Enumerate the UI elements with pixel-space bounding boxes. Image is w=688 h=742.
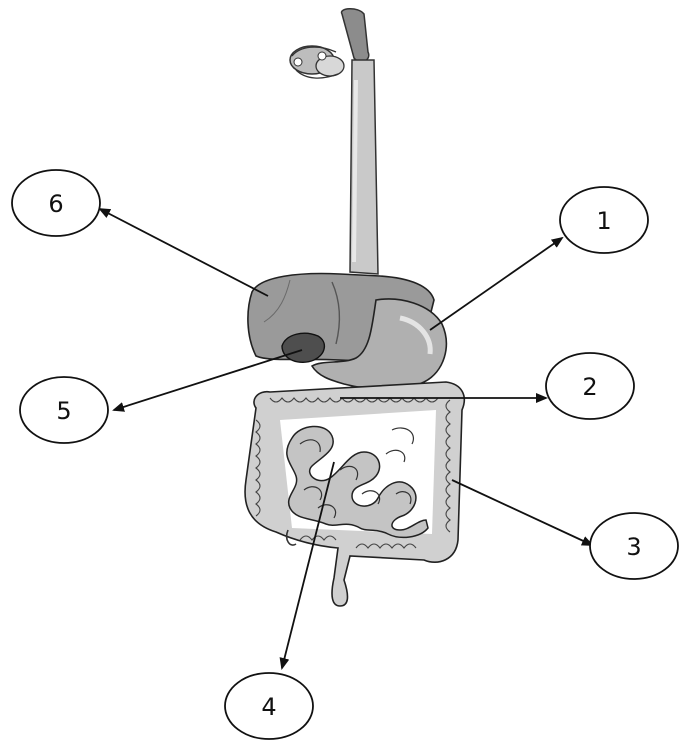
label-4: 4 bbox=[225, 673, 313, 739]
label-5: 5 bbox=[20, 377, 108, 443]
label-4-text: 4 bbox=[261, 693, 276, 721]
label-6: 6 bbox=[12, 170, 100, 236]
label-1-text: 1 bbox=[596, 207, 611, 235]
label-5-text: 5 bbox=[56, 397, 71, 425]
label-3: 3 bbox=[590, 513, 678, 579]
arrow-6 bbox=[100, 209, 268, 296]
label-2-text: 2 bbox=[582, 373, 597, 401]
digestive-tract-illustration bbox=[245, 9, 464, 606]
label-1: 1 bbox=[560, 187, 648, 253]
arrow-1 bbox=[430, 238, 562, 330]
label-2: 2 bbox=[546, 353, 634, 419]
arrow-3 bbox=[452, 480, 592, 545]
gallbladder bbox=[282, 333, 324, 362]
label-6-text: 6 bbox=[48, 190, 63, 218]
label-3-text: 3 bbox=[626, 533, 641, 561]
